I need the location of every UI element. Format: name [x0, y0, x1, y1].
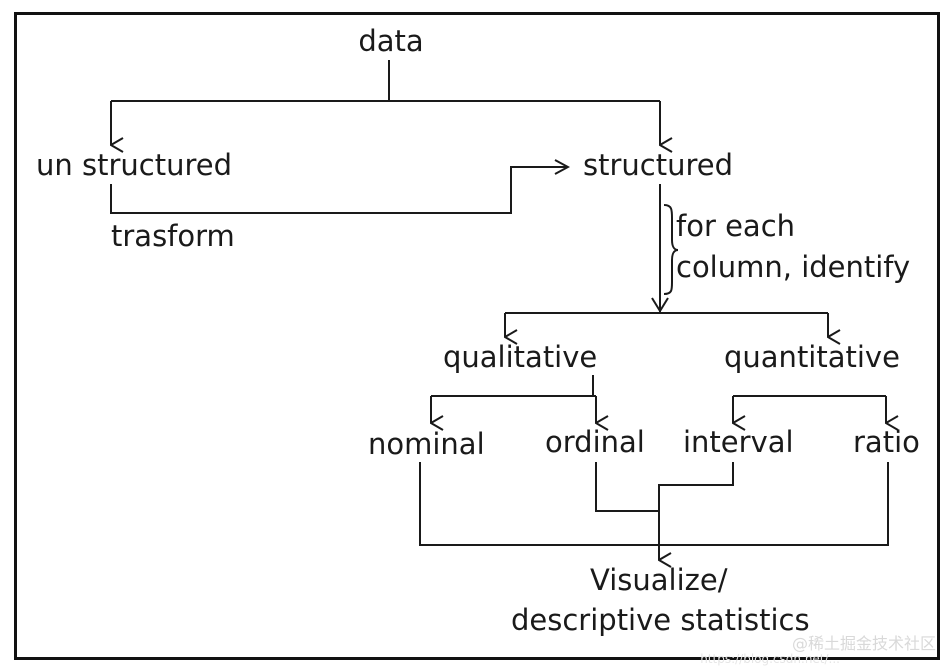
arrow-structured-head — [651, 297, 669, 313]
node-qualitative: qualitative — [443, 340, 597, 374]
node-nominal: nominal — [368, 427, 485, 461]
node-unstructured: un structured — [36, 148, 232, 182]
node-data: data — [358, 24, 423, 58]
label-column-identify: column, identify — [676, 250, 910, 284]
node-ratio: ratio — [853, 425, 920, 459]
watermark: @稀土掘金技术社区 — [791, 634, 936, 653]
label-for-each: for each — [676, 209, 795, 243]
connector-nominal-ratio-loop — [419, 462, 889, 546]
connector-ordinal-to-visualize — [595, 462, 659, 512]
arrow-transform — [110, 167, 568, 214]
diagram-frame — [14, 12, 940, 660]
node-visualize: Visualize/ — [590, 563, 728, 597]
node-interval: interval — [683, 425, 794, 459]
connector-interval-to-visualize — [658, 462, 734, 560]
watermark-url: https://blog.csdn.net/... — [700, 652, 840, 666]
node-structured: structured — [583, 148, 733, 182]
node-ordinal: ordinal — [545, 425, 645, 459]
node-quantitative: quantitative — [724, 340, 900, 374]
label-transform: trasform — [111, 219, 235, 253]
brace — [663, 204, 679, 295]
node-descriptive-statistics: descriptive statistics — [511, 603, 810, 637]
